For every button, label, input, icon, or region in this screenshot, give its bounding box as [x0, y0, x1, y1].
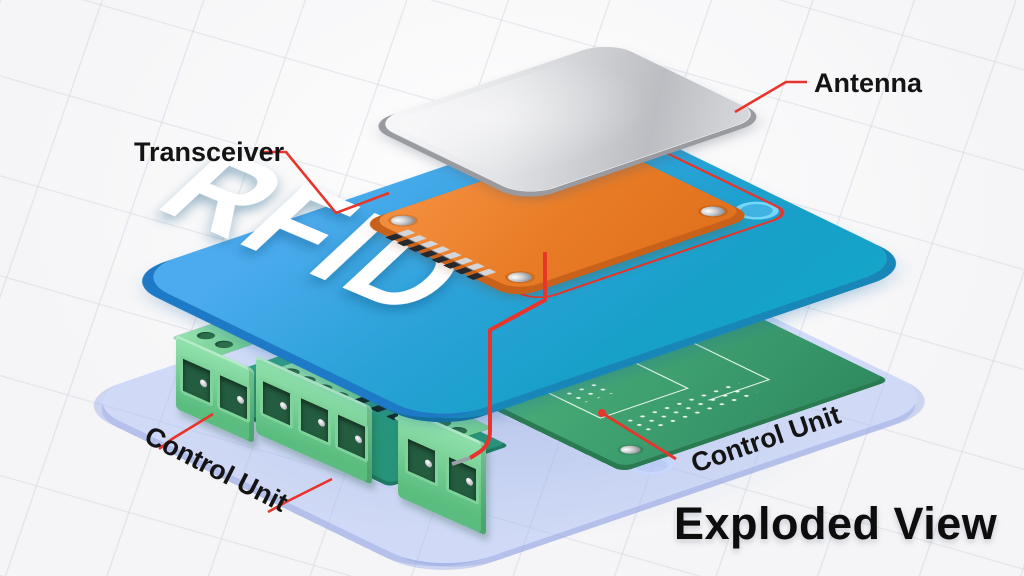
terminal-hole	[334, 410, 368, 463]
terminal-hole	[405, 434, 439, 488]
label-antenna: Antenna	[814, 68, 922, 98]
terminal-hole	[445, 452, 479, 506]
terminal-hole	[260, 377, 294, 430]
terminal-hole	[297, 393, 331, 447]
label-transceiver: Transceiver	[134, 137, 285, 167]
screw-icon	[616, 444, 645, 456]
screw-icon	[386, 213, 420, 228]
page-title: Exploded View	[674, 498, 998, 549]
screw-icon	[696, 204, 730, 219]
terminal-hole	[217, 370, 250, 424]
terminal-hole	[180, 354, 213, 408]
screw-icon	[503, 270, 537, 285]
